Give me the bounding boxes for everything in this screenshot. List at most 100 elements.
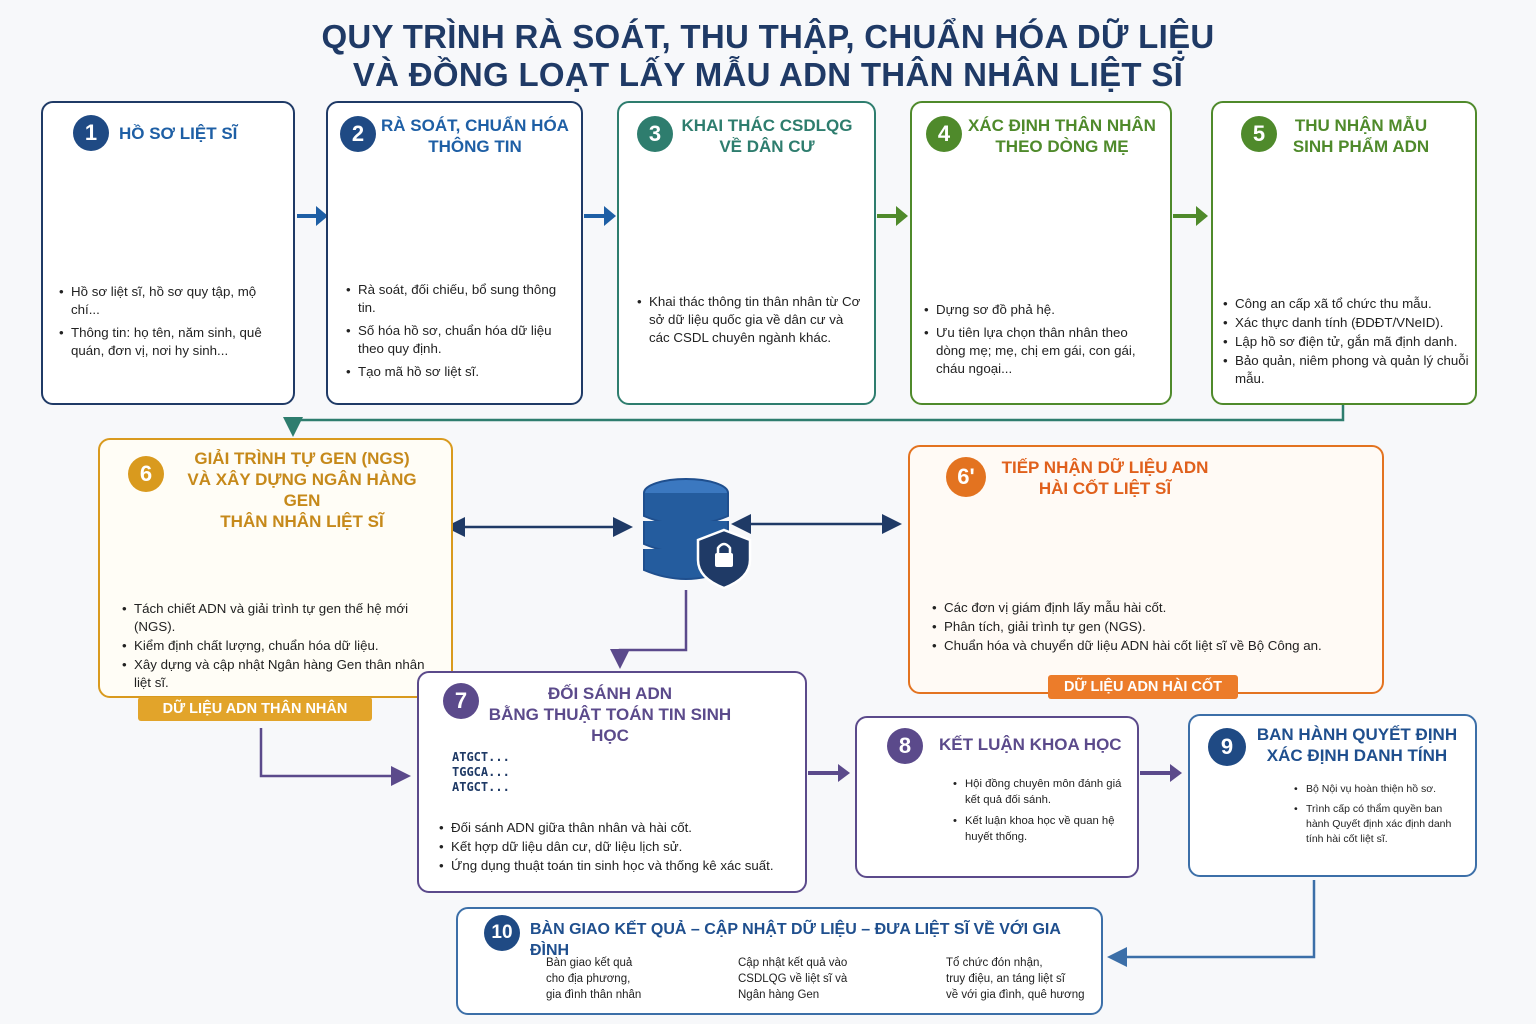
step-10-part-2-line3: Ngân hàng Gen [738, 989, 820, 1001]
step-6b-bullets: Các đơn vị giám định lấy mẫu hài cốt. Ph… [932, 599, 1332, 656]
step-5-bullet-3: Lập hồ sơ điện tử, gắn mã định danh. [1223, 333, 1473, 351]
step-6-card: 6 GIẢI TRÌNH TỰ GEN (NGS) VÀ XÂY DỰNG NG… [98, 438, 453, 698]
step-1-bullet-2: Thông tin: họ tên, năm sinh, quê quán, đ… [59, 324, 284, 360]
step-7-title: ĐỐI SÁNH ADN BẰNG THUẬT TOÁN TIN SINH HỌ… [479, 683, 741, 746]
step-8-bullets: Hội đồng chuyên môn đánh giá kết quả đối… [953, 776, 1133, 850]
step-5-card: 5 THU NHẬN MẪU SINH PHẨM ADN Công an cấp… [1211, 101, 1477, 405]
step-8-bullet-1: Hội đồng chuyên môn đánh giá kết quả đối… [953, 776, 1133, 808]
step-3-title-line2: VỀ DÂN CƯ [719, 137, 815, 156]
step-6-badge: 6 [128, 456, 164, 492]
step-6b-title-line1: TIẾP NHẬN DỮ LIỆU ADN [1001, 458, 1209, 477]
step-6b-title: TIẾP NHẬN DỮ LIỆU ADN HÀI CỐT LIỆT SĨ [1000, 457, 1210, 499]
arrow-3-4 [877, 206, 908, 226]
arrow-6-7 [259, 728, 411, 786]
step-2-bullet-1: Rà soát, đối chiếu, bổ sung thông tin. [346, 281, 574, 317]
sequence-line-3: ATGCT... [452, 780, 510, 794]
step-1-bullets: Hồ sơ liệt sĩ, hồ sơ quy tập, mộ chí... … [59, 283, 284, 365]
step-10-part-2-line1: Cập nhật kết quả vào [738, 957, 848, 969]
step-6b-title-line2: HÀI CỐT LIỆT SĨ [1038, 479, 1172, 498]
step-3-title: KHAI THÁC CSDLQG VỀ DÂN CƯ [677, 115, 857, 157]
step-3-badge: 3 [637, 116, 673, 152]
sequence-line-1: ATGCT... [452, 750, 510, 764]
step-6-banner: DỮ LIỆU ADN THÂN NHÂN [138, 697, 372, 721]
step-6-title-line2: VÀ XÂY DỰNG NGÂN HÀNG GEN [187, 470, 417, 510]
step-4-bullet-1: Dựng sơ đồ phả hệ. [924, 301, 1156, 319]
step-9-bullets: Bộ Nội vụ hoàn thiện hồ sơ. Trình cấp có… [1294, 782, 1464, 852]
step-6b-bullet-1: Các đơn vị giám định lấy mẫu hài cốt. [932, 599, 1332, 617]
arrow-9-10 [1107, 880, 1316, 967]
main-title-line1: QUY TRÌNH RÀ SOÁT, THU THẬP, CHUẨN HÓA D… [321, 18, 1215, 55]
step-5-title-line2: SINH PHẨM ADN [1292, 137, 1430, 156]
step-1-title: HỒ SƠ LIỆT SĨ [119, 124, 238, 143]
step-6b-banner: DỮ LIỆU ADN HÀI CỐT [1048, 675, 1238, 699]
step-6-bullet-2: Kiểm định chất lượng, chuẩn hóa dữ liệu. [122, 637, 440, 655]
step-10-part-3: Tổ chức đón nhận, truy điệu, an táng liệ… [946, 955, 1085, 1003]
step-1-bullet-1: Hồ sơ liệt sĩ, hồ sơ quy tập, mộ chí... [59, 283, 284, 319]
step-5-title-line1: THU NHẬN MẪU [1294, 116, 1428, 135]
step-7-badge: 7 [443, 683, 479, 719]
step-4-title-line2: THEO DÒNG MẸ [995, 137, 1129, 156]
step-7-bullet-2: Kết hợp dữ liệu dân cư, dữ liệu lịch sử. [439, 838, 789, 856]
step-3-title-line1: KHAI THÁC CSDLQG [681, 116, 853, 135]
step-5-bullets: Công an cấp xã tổ chức thu mẫu. Xác thực… [1223, 295, 1473, 389]
step-2-card: 2 RÀ SOÁT, CHUẨN HÓA THÔNG TIN Rà soát, … [326, 101, 583, 405]
step-7-bullet-1: Đối sánh ADN giữa thân nhân và hài cốt. [439, 819, 789, 837]
step-9-bullet-2: Trình cấp có thẩm quyền ban hành Quyết đ… [1294, 802, 1464, 847]
step-6-title-line1: GIẢI TRÌNH TỰ GEN (NGS) [194, 449, 410, 468]
step-5-bullet-1: Công an cấp xã tổ chức thu mẫu. [1223, 295, 1473, 313]
step-6-bullet-1: Tách chiết ADN và giải trình tự gen thế … [122, 600, 440, 636]
step-6b-bullet-2: Phân tích, giải trình tự gen (NGS). [932, 618, 1332, 636]
step-8-title: KẾT LUẬN KHOA HỌC [939, 735, 1122, 754]
step-9-badge: 9 [1208, 728, 1246, 766]
sequence-text: ATGCT... TGGCA... ATGCT... [452, 750, 510, 795]
step-2-bullets: Rà soát, đối chiếu, bổ sung thông tin. S… [346, 281, 574, 386]
step-10-part-2-line2: CSDLQG về liệt sĩ và [738, 973, 848, 985]
arrow-2-3 [584, 206, 616, 226]
step-10-card: 10 BÀN GIAO KẾT QUẢ – CẬP NHẬT DỮ LIỆU –… [456, 907, 1103, 1015]
step-3-bullets: Khai thác thông tin thân nhân từ Cơ sở d… [637, 293, 865, 352]
step-10-part-3-line2: truy điệu, an táng liệt sĩ [946, 973, 1065, 985]
step-10-part-1: Bàn giao kết quả cho địa phương, gia đìn… [546, 955, 641, 1003]
step-7-title-line2: BẰNG THUẬT TOÁN TIN SINH HỌC [488, 705, 732, 745]
step-10-part-2: Cập nhật kết quả vào CSDLQG về liệt sĩ v… [738, 955, 847, 1003]
step-10-part-3-line1: Tổ chức đón nhận, [946, 957, 1043, 969]
arrow-8-9 [1140, 764, 1182, 782]
step-5-badge: 5 [1241, 116, 1277, 152]
arrow-5-6 [283, 404, 1345, 437]
step-6-title: GIẢI TRÌNH TỰ GEN (NGS) VÀ XÂY DỰNG NGÂN… [170, 448, 434, 532]
step-4-card: 4 XÁC ĐỊNH THÂN NHÂN THEO DÒNG MẸ Dựng s… [910, 101, 1172, 405]
step-4-title: XÁC ĐỊNH THÂN NHÂN THEO DÒNG MẸ [964, 115, 1160, 157]
step-10-part-1-line1: Bàn giao kết quả [546, 957, 633, 969]
step-9-card: 9 BAN HÀNH QUYẾT ĐỊNH XÁC ĐỊNH DANH TÍNH… [1188, 714, 1477, 877]
step-5-bullet-4: Bảo quản, niêm phong và quản lý chuỗi mẫ… [1223, 352, 1473, 388]
step-6-title-line3: THÂN NHÂN LIỆT SĨ [220, 512, 384, 531]
step-10-part-1-line3: gia đình thân nhân [546, 989, 642, 1001]
step-10-part-1-line2: cho địa phương, [546, 973, 631, 985]
step-9-bullet-1: Bộ Nội vụ hoàn thiện hồ sơ. [1294, 782, 1464, 797]
step-5-title: THU NHẬN MẪU SINH PHẨM ADN [1285, 115, 1437, 157]
step-2-title-line2: THÔNG TIN [428, 137, 522, 156]
step-8-card: 8 KẾT LUẬN KHOA HỌC Hội đồng chuyên môn … [855, 716, 1139, 878]
step-3-card: 3 KHAI THÁC CSDLQG VỀ DÂN CƯ Khai thác t… [617, 101, 876, 405]
step-6b-badge: 6' [946, 457, 986, 497]
step-5-bullet-2: Xác thực danh tính (ĐDĐT/VNeID). [1223, 314, 1473, 332]
step-1-badge: 1 [73, 115, 109, 151]
step-2-title-line1: RÀ SOÁT, CHUẨN HÓA [381, 116, 569, 135]
step-10-title: BÀN GIAO KẾT QUẢ – CẬP NHẬT DỮ LIỆU – ĐƯ… [530, 921, 1061, 959]
step-10-part-3-line3: về với gia đình, quê hương [946, 989, 1085, 1001]
step-9-title: BAN HÀNH QUYẾT ĐỊNH XÁC ĐỊNH DANH TÍNH [1252, 724, 1462, 766]
step-1-card: 1 HỒ SƠ LIỆT SĨ Hồ sơ liệt sĩ, hồ sơ quy… [41, 101, 295, 405]
step-8-badge: 8 [887, 728, 923, 764]
step-4-title-line1: XÁC ĐỊNH THÂN NHÂN [968, 116, 1156, 135]
step-7-bullets: Đối sánh ADN giữa thân nhân và hài cốt. … [439, 819, 789, 876]
step-6b-card: 6' TIẾP NHẬN DỮ LIỆU ADN HÀI CỐT LIỆT SĨ… [908, 445, 1384, 694]
step-7-card: 7 ĐỐI SÁNH ADN BẰNG THUẬT TOÁN TIN SINH … [417, 671, 807, 893]
main-title-line2: VÀ ĐỒNG LOẠT LẤY MẪU ADN THÂN NHÂN LIỆT … [352, 56, 1184, 93]
step-4-badge: 4 [926, 116, 962, 152]
step-3-bullet-1: Khai thác thông tin thân nhân từ Cơ sở d… [637, 293, 865, 347]
step-6b-bullet-3: Chuẩn hóa và chuyển dữ liệu ADN hài cốt … [932, 637, 1332, 655]
step-2-badge: 2 [340, 116, 376, 152]
step-6-bullet-3: Xây dựng và cập nhật Ngân hàng Gen thân … [122, 656, 440, 692]
step-9-title-line2: XÁC ĐỊNH DANH TÍNH [1266, 746, 1448, 765]
